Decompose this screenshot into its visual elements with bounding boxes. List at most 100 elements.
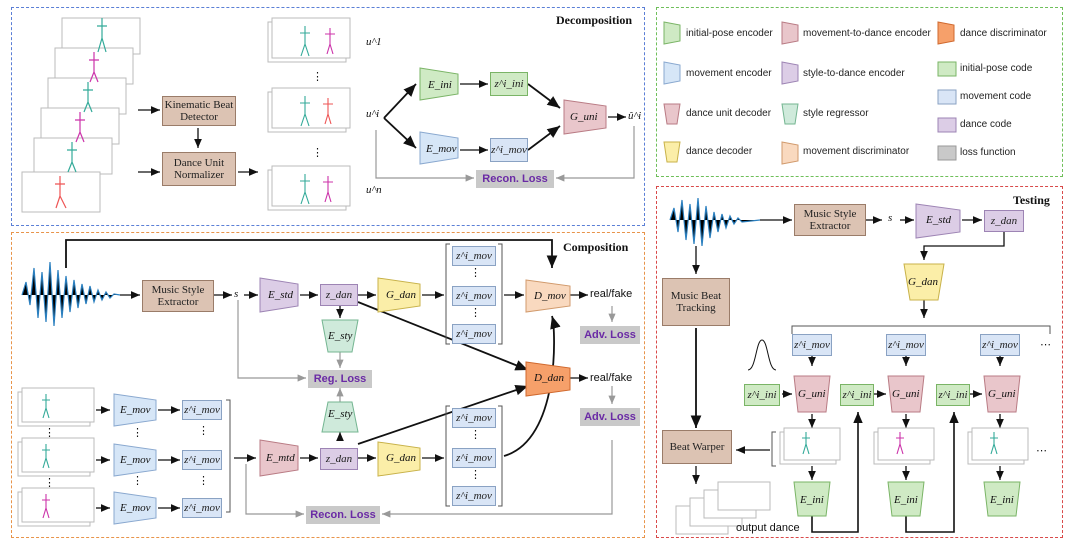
legend-swatches xyxy=(663,21,957,165)
E_mov-comp-1 xyxy=(113,393,157,427)
dots-comp-bottom-2: ⋮ xyxy=(470,469,481,481)
G_dan-top-label: G_dan xyxy=(386,289,416,301)
dots-emov-2: ⋮ xyxy=(132,475,143,487)
G_uni-test-2-label: G_uni xyxy=(892,388,920,400)
dots-comp-top-2: ⋮ xyxy=(470,307,481,319)
G_uni-decomp xyxy=(563,99,607,135)
music-waveform-comp xyxy=(21,261,121,327)
adv-loss-dan: Adv. Loss xyxy=(580,408,640,426)
real-fake-dan: real/fake xyxy=(590,372,633,384)
z_dan-comp-top: z_dan xyxy=(320,284,358,306)
E_mov-decomp-label: E_mov xyxy=(426,143,457,155)
z_mov-hat-1-bottom: z^i_mov xyxy=(452,408,496,428)
hdots-test-mid: ⋯ xyxy=(1036,445,1047,457)
dots-decomp-2: ⋮ xyxy=(312,147,323,159)
z_ini-test-1: z^i_ini xyxy=(840,384,874,406)
D_mov-comp-label: D_mov xyxy=(534,290,566,302)
recon-loss-decomp: Recon. Loss xyxy=(476,170,554,188)
D_dan-comp-label: D_dan xyxy=(534,372,564,384)
z_mov-test-2: z^i_mov xyxy=(886,334,926,356)
legend-movement-discriminator: movement discriminator xyxy=(803,146,910,157)
label-un: u^n xyxy=(366,184,382,196)
E_ini-decomp xyxy=(419,67,459,101)
hdots-test-top: ⋯ xyxy=(1040,339,1051,351)
z_mov-hat-1-top: z^i_mov xyxy=(452,246,496,266)
E_std-test-label: E_std xyxy=(926,214,952,226)
pose-stick-figures xyxy=(55,18,107,209)
s-label-comp: s xyxy=(234,288,239,300)
dots-frames-1: ⋮ xyxy=(44,427,55,439)
z_mov-test-3: z^i_mov xyxy=(980,334,1020,356)
E_mov-decomp xyxy=(419,131,459,165)
G_uni-test-2 xyxy=(887,375,925,413)
legend-initial-pose-code: initial-pose code xyxy=(960,63,1033,74)
dance-unit-normalizer: Dance Unit Normalizer xyxy=(162,152,236,186)
E_mov-comp-n-label: E_mov xyxy=(120,502,151,514)
kinematic-beat-detector: Kinematic Beat Detector xyxy=(162,96,236,126)
z_dan-test: z_dan xyxy=(984,210,1024,232)
legend-dance-unit-decoder: dance unit decoder xyxy=(686,108,772,119)
E_ini-test-1 xyxy=(793,481,831,517)
E_std-comp-label: E_std xyxy=(268,289,294,301)
legend-style-to-dance-encoder: style-to-dance encoder xyxy=(803,68,905,79)
E_mov-comp-i-label: E_mov xyxy=(120,454,151,466)
z_mov-test-1: z^i_mov xyxy=(792,334,832,356)
input-dance-frames xyxy=(21,17,141,213)
G_uni-test-3 xyxy=(983,375,1021,413)
dots-zmov-1: ⋮ xyxy=(198,425,209,437)
E_ini-test-3-label: E_ini xyxy=(990,494,1014,506)
D_dan-comp xyxy=(525,361,571,397)
adv-loss-mov: Adv. Loss xyxy=(580,326,640,344)
E_sty-comp-bottom xyxy=(321,401,359,433)
E_ini-test-1-label: E_ini xyxy=(800,494,824,506)
dots-emov-1: ⋮ xyxy=(132,427,143,439)
z_mov-i-comp: z^i_mov xyxy=(182,450,222,470)
D_mov-comp xyxy=(525,279,571,313)
G_dan-test-label: G_dan xyxy=(908,276,938,288)
G_dan-test xyxy=(903,263,945,301)
E_sty-top-label: E_sty xyxy=(328,330,353,342)
E_sty-comp-top xyxy=(321,319,359,353)
label-ui: u^i xyxy=(366,108,380,120)
legend-movement-to-dance-encoder: movement-to-dance encoder xyxy=(803,28,931,39)
E_mtd-comp xyxy=(259,439,299,477)
real-fake-mov: real/fake xyxy=(590,288,633,300)
E_std-test xyxy=(915,203,961,239)
reg-loss: Reg. Loss xyxy=(308,370,372,388)
testing-panel xyxy=(656,186,1063,538)
legend-movement-code: movement code xyxy=(960,91,1032,102)
z_mov-hat-i-top: z^i_mov xyxy=(452,286,496,306)
decomposition-panel xyxy=(11,7,645,226)
music-style-extractor-test: Music Style Extractor xyxy=(794,204,866,236)
E_ini-decomp-label: E_ini xyxy=(428,79,452,91)
z_mov-hat-i-bottom: z^i_mov xyxy=(452,448,496,468)
legend-dance-discriminator: dance discriminator xyxy=(960,28,1047,39)
z_ini-test-2: z^i_ini xyxy=(936,384,970,406)
z_ini-code-decomp: z^i_ini xyxy=(490,72,528,96)
dots-comp-bottom-1: ⋮ xyxy=(470,429,481,441)
music-beat-tracking: Music Beat Tracking xyxy=(662,278,730,326)
composition-title: Composition xyxy=(563,240,629,254)
legend-dance-code: dance code xyxy=(960,119,1012,130)
E_std-comp xyxy=(259,277,299,313)
G_dan-bottom-label: G_dan xyxy=(386,452,416,464)
E_mov-comp-1-label: E_mov xyxy=(120,404,151,416)
E_ini-test-3 xyxy=(983,481,1021,517)
u-hat-i-label: û^i xyxy=(628,110,642,122)
z_dan-comp-bottom: z_dan xyxy=(320,448,358,470)
E_mov-comp-n xyxy=(113,491,157,525)
decomposition-title: Decomposition xyxy=(556,13,632,27)
legend-movement-encoder: movement encoder xyxy=(686,68,772,79)
G_uni-test-3-label: G_uni xyxy=(988,388,1016,400)
E_sty-bottom-label: E_sty xyxy=(328,408,353,420)
music-style-extractor-comp: Music Style Extractor xyxy=(142,280,214,312)
dots-zmov-2: ⋮ xyxy=(198,475,209,487)
z_mov-hat-n-top: z^i_mov xyxy=(452,324,496,344)
legend-panel xyxy=(656,7,1063,177)
gaussian-curve xyxy=(747,339,777,371)
z_mov-1-comp: z^i_mov xyxy=(182,400,222,420)
G_uni-test-1-label: G_uni xyxy=(798,388,826,400)
beat-warper: Beat Warper xyxy=(662,430,732,464)
z_ini-test-0: z^i_ini xyxy=(744,384,780,406)
